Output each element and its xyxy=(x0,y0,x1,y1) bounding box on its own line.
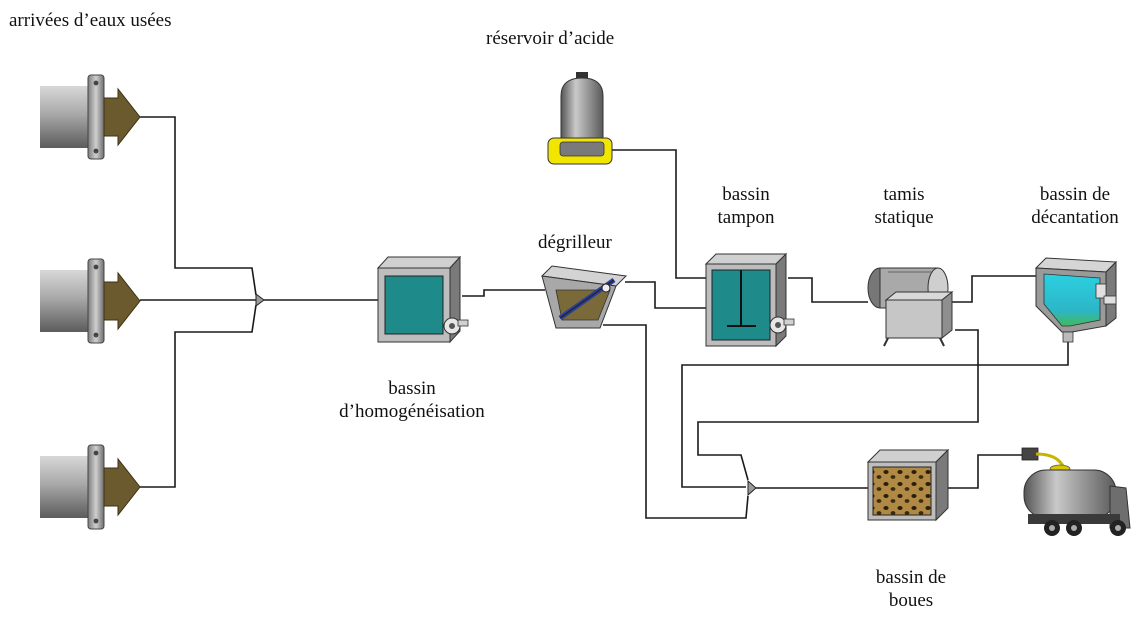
buffer-tank-label-line2: tampon xyxy=(717,207,775,228)
junction-sludge xyxy=(747,479,757,497)
pipe-inlet-icon xyxy=(40,74,141,530)
static-screen-label-line2: statique xyxy=(874,207,934,228)
inlet-middle xyxy=(40,258,141,344)
buffer-tank-label-line1: bassin xyxy=(722,184,770,205)
settling-tank-icon xyxy=(1034,257,1118,343)
pipe-inlet-top xyxy=(140,116,257,296)
homogenization-tank-icon xyxy=(376,255,469,344)
acid-tank-label: réservoir d’acide xyxy=(486,28,615,49)
pipe-screen-return xyxy=(697,329,979,481)
bar-screen-label: dégrilleur xyxy=(538,232,612,253)
homogenization-label: bassin d’homogénéisation xyxy=(302,377,522,423)
pipe-bar-screen-sludge xyxy=(603,324,749,519)
tanker-truck-icon xyxy=(1021,447,1131,536)
static-screen-label-line1: tamis xyxy=(883,184,925,205)
inlet-bottom xyxy=(40,444,141,530)
pipe-buffer-to-screen xyxy=(788,277,868,303)
homogenization-label-line1: bassin xyxy=(388,378,436,399)
sludge-tank-label: bassin de boues xyxy=(856,566,966,612)
pipe-network xyxy=(140,116,1069,519)
pipe-bar-screen-to-buffer xyxy=(625,281,712,309)
pipe-sludge-to-truck xyxy=(948,454,1024,489)
inlets-label: arrivées d’eaux usées xyxy=(9,10,172,31)
acid-tank-icon xyxy=(547,72,613,165)
bar-screen-icon xyxy=(540,265,628,329)
sludge-tank-label-line1: bassin de xyxy=(875,567,947,588)
static-screen-icon xyxy=(867,267,954,347)
pipe-screen-to-settling xyxy=(940,275,1036,303)
homogenization-label-line2: d’homogénéisation xyxy=(339,401,485,422)
sludge-tank-icon xyxy=(866,448,950,522)
inlet-top xyxy=(40,74,141,160)
junction-main xyxy=(255,293,265,307)
static-screen-label: tamis statique xyxy=(856,183,952,229)
pipe-inlet-bottom xyxy=(140,304,257,488)
settling-tank-label: bassin de décantation xyxy=(1016,183,1134,229)
settling-tank-label-line1: bassin de xyxy=(1039,184,1111,205)
pipe-homog-to-bar-screen xyxy=(462,289,545,297)
pipe-settling-return xyxy=(681,342,1069,488)
buffer-tank-icon xyxy=(704,252,795,348)
pipe-acid-to-buffer xyxy=(612,149,712,279)
settling-tank-label-line2: décantation xyxy=(1031,207,1119,228)
buffer-tank-label: bassin tampon xyxy=(706,183,786,229)
sludge-tank-label-line2: boues xyxy=(888,590,934,611)
